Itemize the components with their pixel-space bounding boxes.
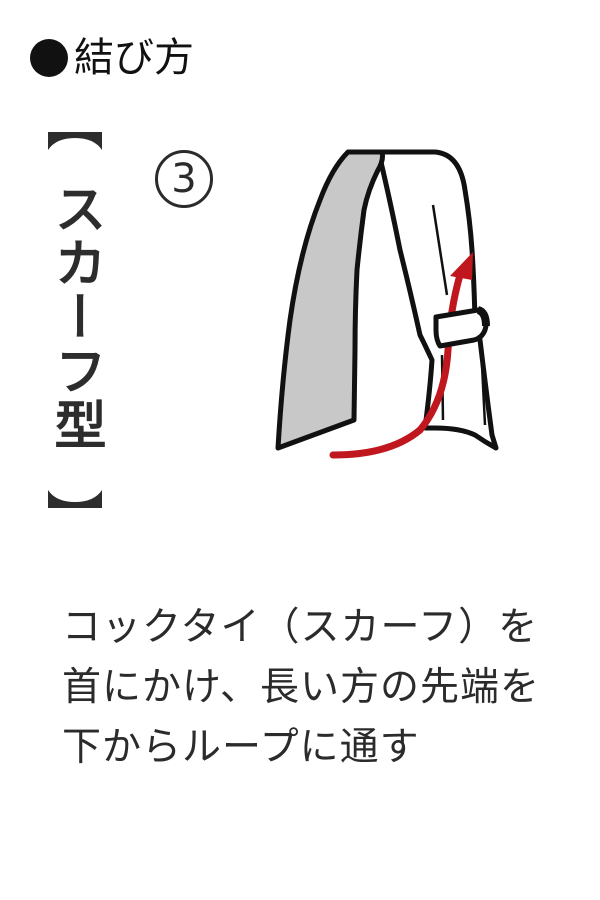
instruction-line-2: 首にかけ、長い方の先端を bbox=[62, 665, 541, 710]
instruction-text: コックタイ（スカーフ）を 首にかけ、長い方の先端を 下からループに通す bbox=[62, 598, 582, 778]
tie-type-label: スカーフ型 bbox=[45, 130, 105, 510]
tie-type-text: スカーフ型 bbox=[45, 182, 105, 452]
heading-title: 結び方 bbox=[74, 35, 194, 81]
close-bracket-icon bbox=[46, 488, 104, 510]
step-number-badge: 3 bbox=[155, 150, 213, 208]
section-heading: 結び方 bbox=[30, 30, 194, 86]
instruction-line-1: コックタイ（スカーフ）を bbox=[62, 605, 539, 650]
bullet-icon bbox=[30, 39, 68, 77]
instruction-line-3: 下からループに通す bbox=[62, 725, 420, 770]
step-number: 3 bbox=[171, 156, 197, 202]
scarf-tie-illustration bbox=[260, 130, 510, 480]
open-bracket-icon bbox=[46, 130, 104, 152]
